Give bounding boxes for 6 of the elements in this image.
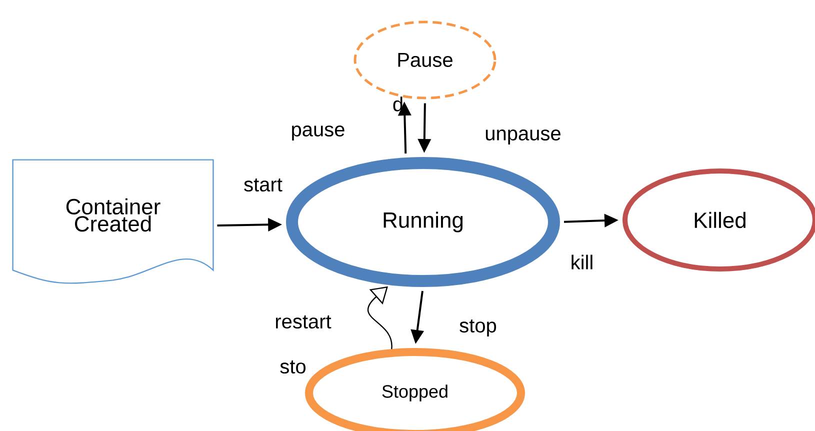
edge-label: start [244,178,282,192]
edge-label: kill [572,254,592,270]
edge-label: stop [460,319,496,337]
edge-label: pause [292,126,344,140]
edge-label: unpause [486,130,560,144]
edge-label: restart [276,315,332,329]
